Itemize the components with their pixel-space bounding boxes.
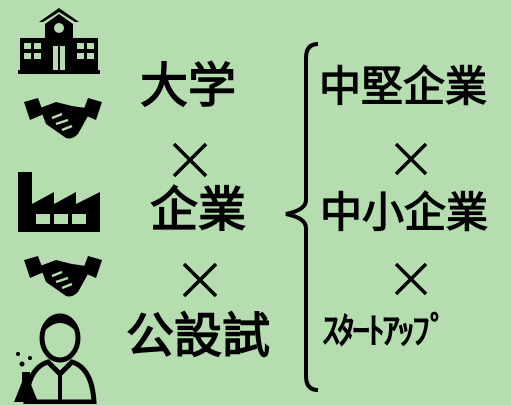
right-item-sme: 中小企業 — [320, 188, 489, 237]
factory-icon — [18, 172, 100, 232]
left-item-public-lab: 公設試 — [126, 308, 271, 364]
right-cross-1 — [394, 142, 428, 176]
school-icon — [18, 8, 100, 74]
right-item-startup: ｽﾀｰﾄｱｯﾌﾟ — [322, 311, 448, 352]
brace — [285, 42, 319, 392]
right-cross-2 — [394, 262, 428, 296]
left-cross-1 — [172, 142, 208, 178]
handshake-icon — [24, 256, 102, 297]
handshake-icon — [24, 98, 102, 139]
left-cross-2 — [182, 262, 218, 298]
left-item-company: 企業 — [150, 182, 247, 238]
scientist-icon — [14, 313, 97, 404]
right-item-midsize: 中堅企業 — [319, 62, 488, 111]
left-item-university: 大学 — [140, 58, 237, 114]
